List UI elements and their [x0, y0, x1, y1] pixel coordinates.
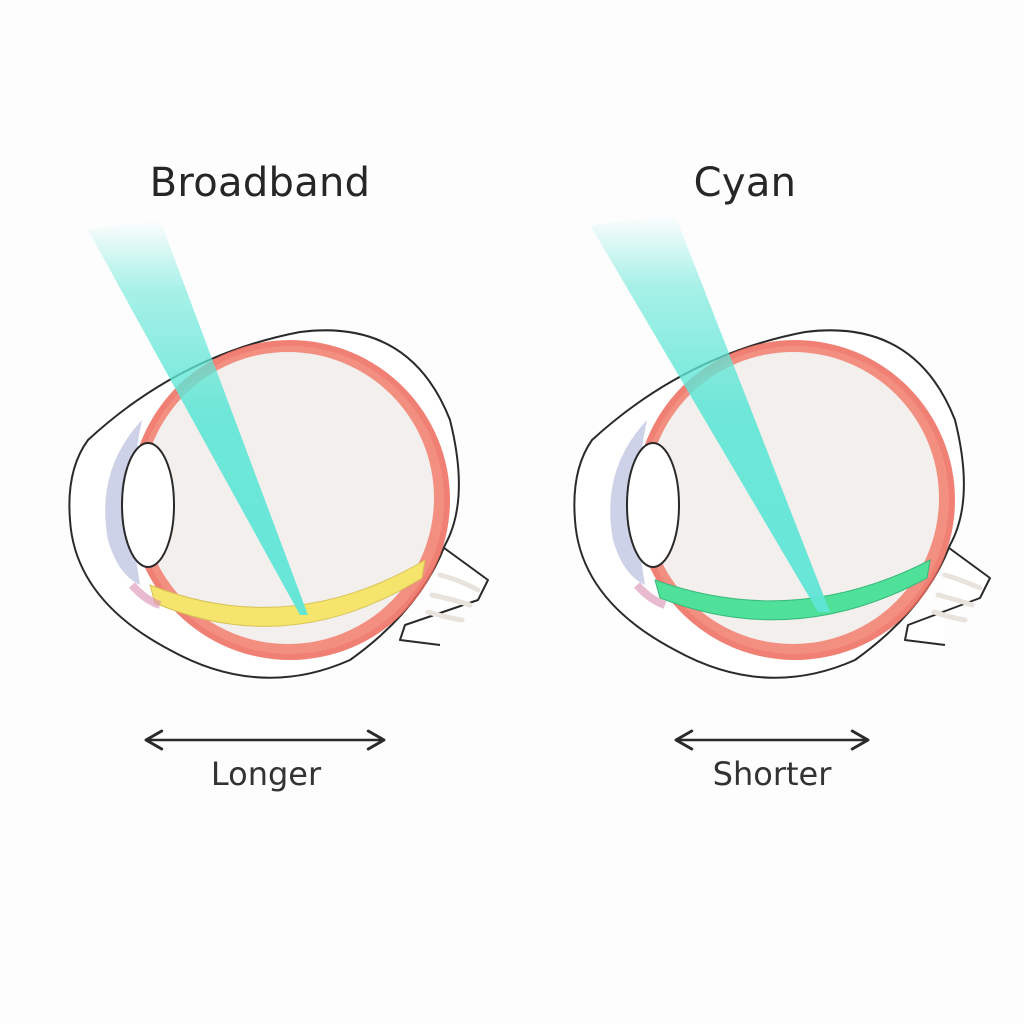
left-retina-band	[149, 559, 426, 627]
right-optic-nerve	[904, 544, 991, 646]
left-lens	[121, 442, 175, 568]
right-retina-band	[654, 559, 931, 621]
right-eye	[573, 215, 991, 679]
left-optic-nerve	[399, 544, 489, 646]
left-eye	[68, 220, 489, 679]
right-lens	[626, 442, 680, 568]
left-light-beam	[88, 220, 308, 615]
right-light-beam	[590, 215, 830, 612]
left-length-label: Longer	[210, 755, 322, 793]
left-panel-title: Broadband	[149, 160, 371, 206]
right-length-label: Shorter	[712, 755, 832, 793]
right-panel-title: Cyan	[693, 160, 797, 206]
